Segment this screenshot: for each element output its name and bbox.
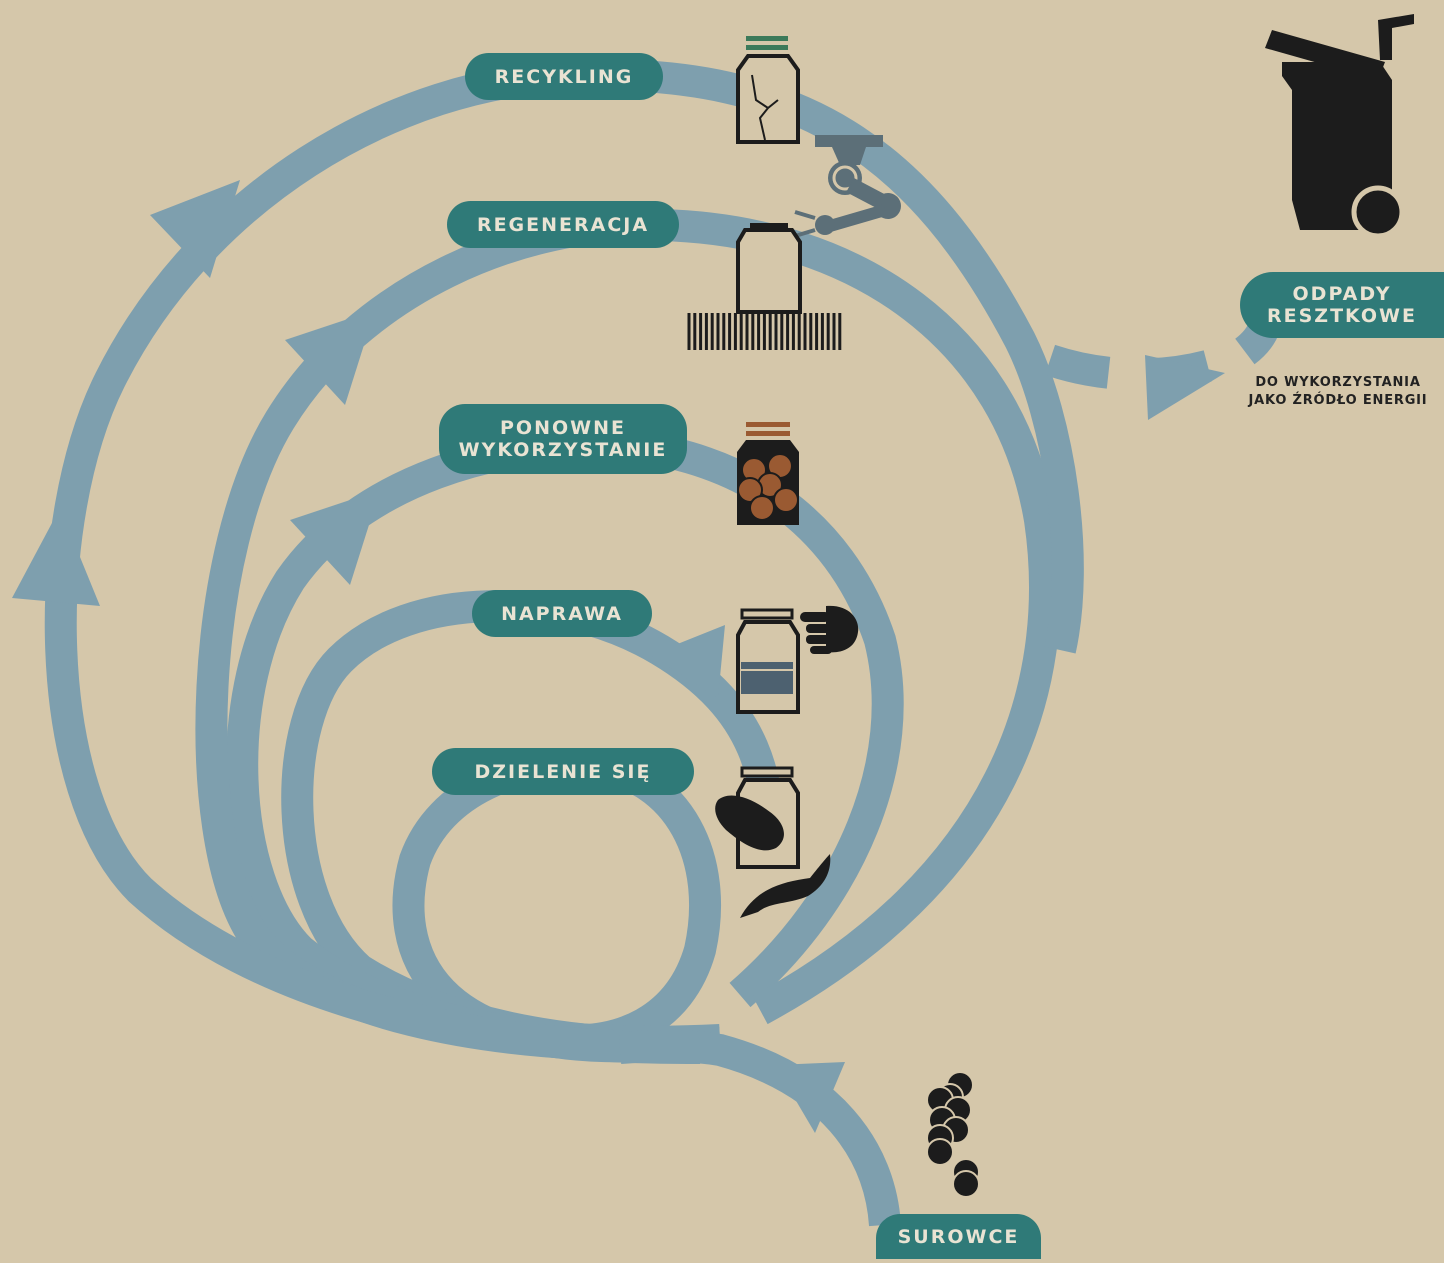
arrow-recycling-left <box>12 508 100 606</box>
stage-regeneration-label: REGENERACJA <box>447 201 679 248</box>
raw-materials-icon <box>926 1071 980 1198</box>
waste-bin-icon <box>1265 14 1414 239</box>
stage-residual-waste-label: ODPADY RESZTKOWE <box>1240 272 1444 338</box>
loop-recycling <box>44 58 1084 1065</box>
arrow-waste <box>1145 355 1225 420</box>
arrow-repair <box>650 625 725 698</box>
stage-sharing-label: DZIELENIE SIĘ <box>432 748 694 795</box>
stage-repair-label: NAPRAWA <box>472 590 652 637</box>
arrow-regeneration <box>285 310 375 405</box>
robot-arm-icon <box>794 135 901 238</box>
residual-waste-dashed <box>1044 319 1281 391</box>
cracked-jar-icon <box>736 36 800 144</box>
stage-recycling-label: RECYKLING <box>465 53 663 100</box>
stage-raw-materials-label: SUROWCE <box>876 1214 1041 1259</box>
energy-note: DO WYKORZYSTANIA JAKO ŹRÓDŁO ENERGII <box>1248 375 1428 408</box>
loop-regeneration <box>195 208 1061 1062</box>
arrow-reuse <box>290 490 380 585</box>
jar-on-barcode-icon <box>687 223 842 350</box>
cookie-jar-icon <box>737 422 799 525</box>
loop-reuse <box>226 428 904 1058</box>
giving-hands-icon <box>715 766 831 918</box>
jar-repair-icon <box>736 608 800 714</box>
arrow-raw-materials <box>775 1062 845 1133</box>
pointing-hand-icon <box>800 605 859 654</box>
raw-materials-stream <box>618 1029 901 1227</box>
stage-reuse-label: PONOWNE WYKORZYSTANIE <box>439 404 687 474</box>
arrow-recycling-top <box>150 180 240 278</box>
